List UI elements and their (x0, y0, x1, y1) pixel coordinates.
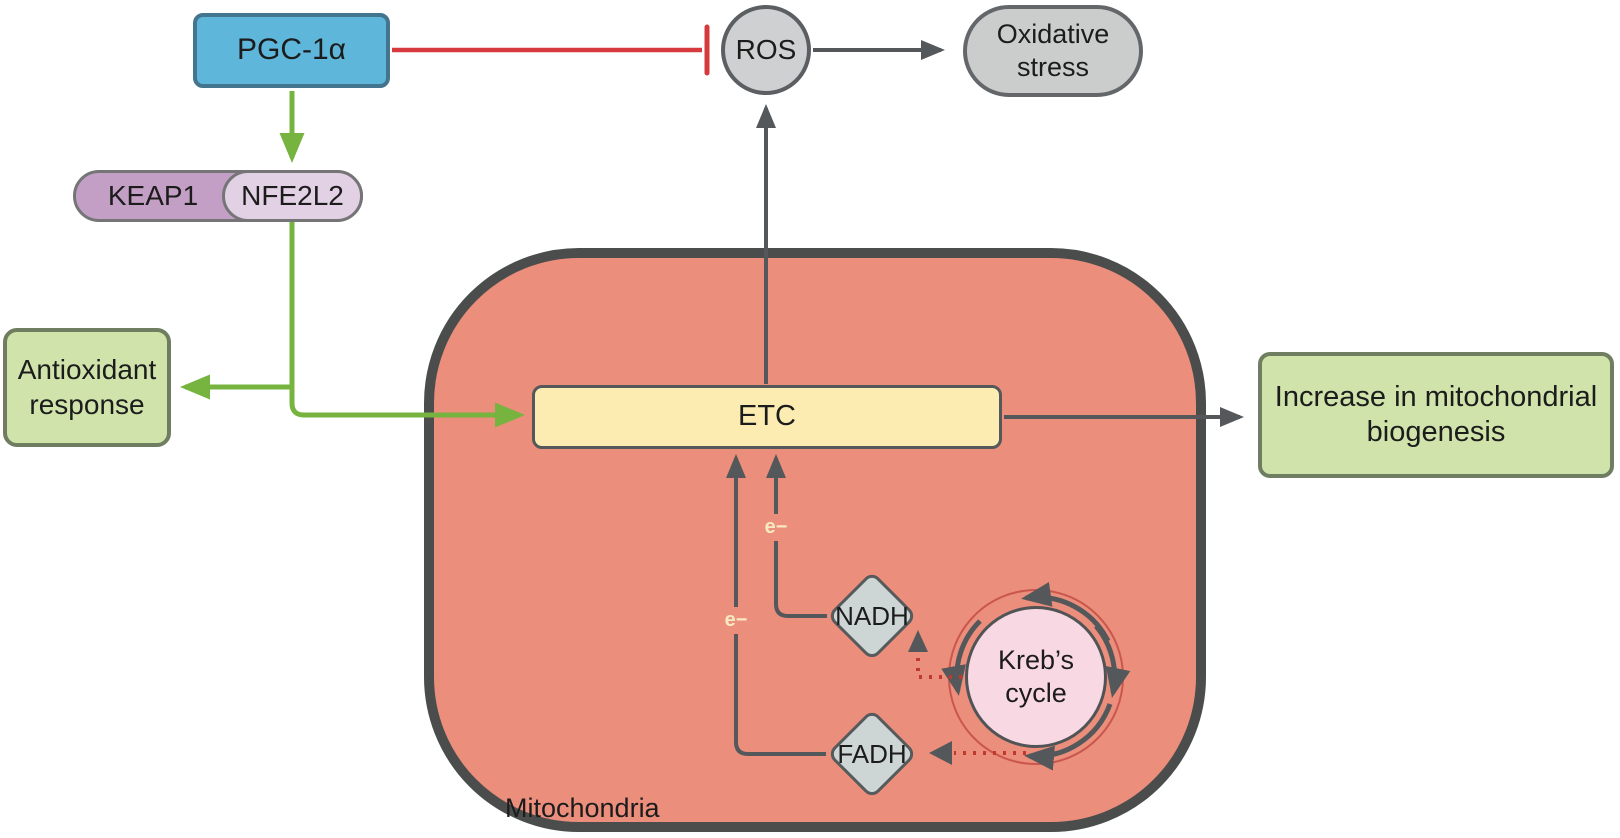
node-oxidative-stress: Oxidative stress (963, 5, 1143, 97)
mitochondria-label: Mitochondria (505, 792, 660, 823)
node-keap1-label: KEAP1 (107, 179, 199, 211)
node-increase-biogenesis: Increase in mitochondrial biogenesis (1258, 352, 1614, 478)
node-krebs-cycle: Kreb’s cycle (965, 606, 1107, 748)
electron-label-fadh: e− (719, 607, 753, 634)
node-fadh-label: FADH (837, 738, 907, 769)
node-ros: ROS (721, 5, 811, 95)
edge-pgc1a-ros-inhibition (392, 24, 710, 76)
electron-label-nadh: e− (759, 514, 793, 541)
node-antioxidant-response: Antioxidant response (3, 328, 171, 447)
node-nfe2l2: NFE2L2 (222, 170, 363, 222)
node-nadh-label: NADH (835, 600, 909, 631)
node-etc: ETC (532, 385, 1002, 449)
mitochondria-shape (424, 248, 1206, 832)
node-pgc1a: PGC-1α (193, 13, 390, 88)
